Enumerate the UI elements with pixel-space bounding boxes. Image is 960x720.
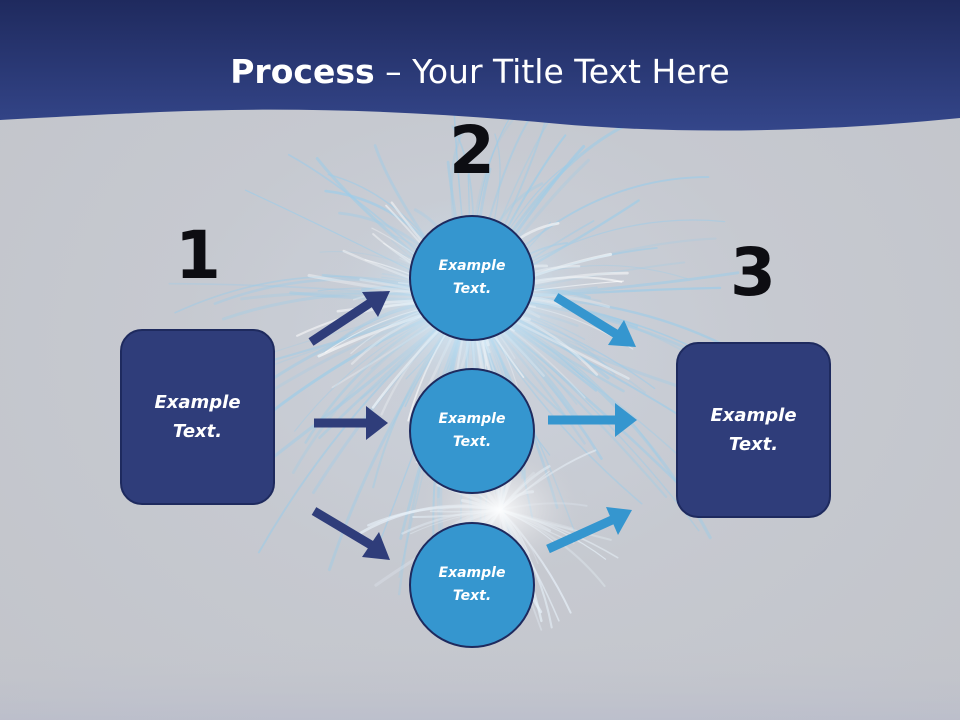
slide-title: Process – Your Title Text Here xyxy=(0,52,960,91)
arrow-1-to-2b xyxy=(314,406,388,440)
arrow-1-to-2a xyxy=(308,291,390,346)
step-1-box: Example Text. xyxy=(120,329,275,505)
arrow-2c-to-3 xyxy=(546,507,632,554)
step-2-circle-1: Example Text. xyxy=(409,215,535,341)
title-rest: – Your Title Text Here xyxy=(374,52,730,91)
step-2-circle-3: Example Text. xyxy=(409,522,535,648)
step-2-circle-3-text: Example Text. xyxy=(438,565,506,604)
arrow-1-to-2c xyxy=(311,507,390,560)
title-bold: Process xyxy=(230,52,375,91)
step-number-2: 2 xyxy=(449,112,495,189)
step-3-box: Example Text. xyxy=(676,342,831,518)
step-1-text: Example Text. xyxy=(154,392,241,442)
step-3-text: Example Text. xyxy=(710,405,797,455)
step-number-3: 3 xyxy=(730,234,776,311)
step-2-circle-1-text: Example Text. xyxy=(438,258,506,297)
step-2-circle-2: Example Text. xyxy=(409,368,535,494)
step-number-1: 1 xyxy=(175,217,221,294)
header-band xyxy=(0,0,960,131)
arrow-2b-to-3 xyxy=(548,403,637,437)
arrow-2a-to-3 xyxy=(553,293,636,347)
step-2-circle-2-text: Example Text. xyxy=(438,411,506,450)
